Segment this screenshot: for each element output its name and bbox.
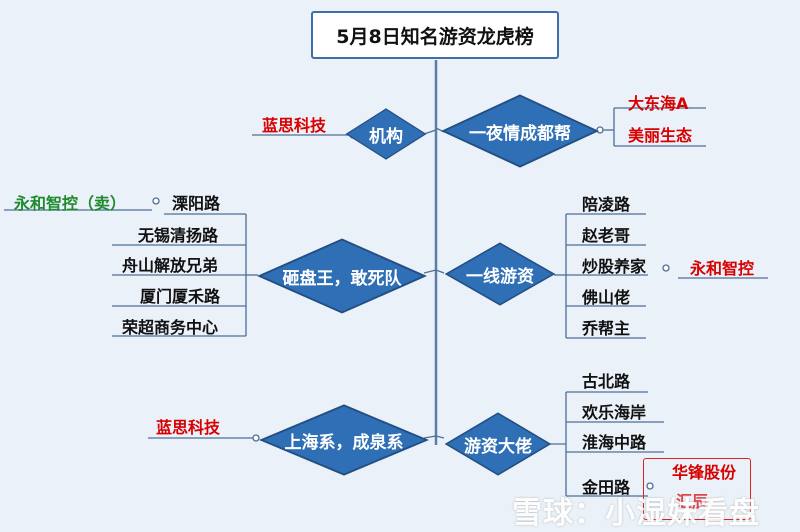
hub-yixian: 一线游资 (444, 242, 556, 306)
watermark: 雪球：小湿妹看盘 (512, 496, 760, 531)
diamond-shape (440, 94, 600, 168)
diamond-shape (444, 242, 556, 306)
leaf-dadonghai: 大东海A (628, 94, 689, 113)
leaf-rongchao: 荣超商务中心 (122, 318, 219, 337)
leaf-qiaobang: 乔帮主 (582, 319, 631, 338)
leaf-chaogu: 炒股养家 (582, 257, 647, 276)
diamond-shape (345, 108, 427, 160)
leaf-huaihai: 淮海中路 (582, 433, 647, 452)
leaf-jintian: 金田路 (582, 478, 631, 497)
leaf-peiling: 陪凌路 (582, 195, 631, 214)
hub-yixian-label: 一线游资 (466, 266, 534, 287)
hub-yiye-label: 一夜情成都帮 (469, 123, 571, 144)
hub-youzi-label: 游资大佬 (464, 436, 532, 457)
hub-shanghai: 上海系，成泉系 (258, 404, 430, 476)
hub-jigou: 机构 (345, 108, 427, 160)
leaf-zhaolaoge: 赵老哥 (582, 226, 631, 245)
leaf-xiamen: 厦门厦禾路 (140, 287, 221, 306)
leaf-zhoushan: 舟山解放兄弟 (122, 256, 219, 275)
hub-zapan: 砸盘王，敢死队 (256, 238, 428, 314)
leaf-liyang: 溧阳路 (172, 194, 221, 213)
leaf-yonghe-sell: 永和智控（卖） (14, 194, 127, 213)
leaf-huafeng: 华锋股份 (672, 463, 737, 482)
diamond-shape (444, 412, 552, 476)
hub-shanghai-label: 上海系，成泉系 (284, 432, 404, 453)
highlight-box (643, 458, 751, 520)
hub-zapan-label: 砸盘王，敢死队 (282, 268, 402, 289)
leaf-meili: 美丽生态 (628, 126, 693, 145)
leaf-lanse-top: 蓝思科技 (262, 116, 327, 135)
hub-youzi: 游资大佬 (444, 412, 552, 476)
leaf-wuxi: 无锡清扬路 (138, 226, 219, 245)
leaf-foshan: 佛山佬 (582, 288, 631, 307)
leaf-yonghe-buy: 永和智控 (690, 259, 755, 278)
leaf-lanse-bottom: 蓝思科技 (156, 418, 221, 437)
hub-jigou-label: 机构 (369, 126, 403, 147)
diamond-shape (259, 404, 429, 476)
hub-yiye: 一夜情成都帮 (440, 94, 600, 168)
leaf-huanle: 欢乐海岸 (582, 403, 647, 422)
leaf-gubei: 古北路 (582, 372, 631, 391)
diamond-shape (257, 238, 427, 314)
leaf-partial: 汇辰 (676, 492, 709, 511)
map-title: 5月8日知名游资龙虎榜 (311, 11, 559, 59)
